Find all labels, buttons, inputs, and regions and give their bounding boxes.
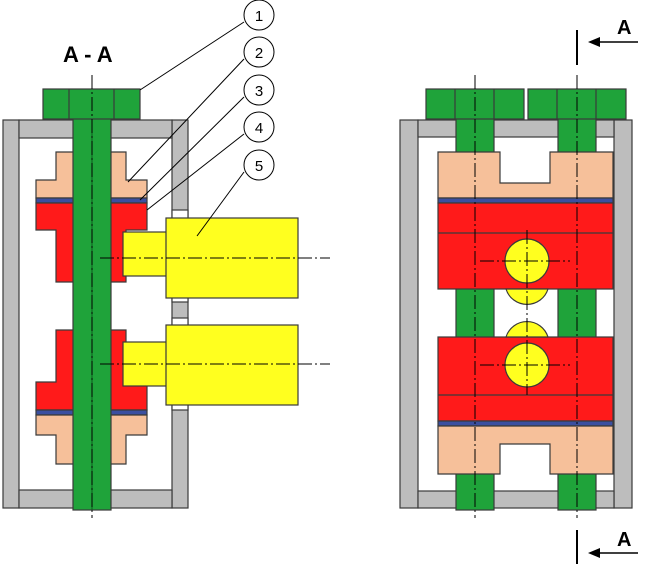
- section-marker-top-label: A: [617, 17, 631, 39]
- front-lower-gasket: [437, 420, 614, 427]
- leader-2: [127, 58, 245, 183]
- callout-number-1: 1: [255, 8, 263, 25]
- callout-number-3: 3: [255, 83, 263, 100]
- section-marker-top: A: [576, 17, 638, 65]
- section-title: A - A: [63, 42, 113, 67]
- section-marker-bottom: A: [576, 529, 638, 564]
- front-view: [399, 75, 633, 518]
- callout-circle-4: [243, 111, 275, 143]
- callout-number-2: 2: [255, 45, 263, 62]
- left-frame: [2, 119, 189, 509]
- arrow-head-top: [588, 37, 600, 47]
- front-upper-flange: [437, 151, 614, 199]
- section-marker-bottom-label: A: [617, 529, 631, 551]
- callout-number-4: 4: [255, 120, 263, 137]
- leader-3: [139, 96, 245, 201]
- frame-left-post: [2, 119, 20, 509]
- front-upper-gasket: [437, 197, 614, 204]
- callout-circle-1: [243, 0, 275, 31]
- leader-4: [146, 133, 245, 211]
- arrow-head-bottom: [588, 548, 600, 558]
- callout-bubbles: 1 2 3 4 5: [243, 0, 275, 181]
- lower-actuator-body: [165, 324, 299, 406]
- leader-5: [196, 171, 245, 237]
- front-lower-flange: [437, 425, 614, 475]
- callout-leaders: [127, 21, 245, 237]
- frame-right-post: [171, 119, 189, 509]
- leader-1: [139, 21, 245, 91]
- callout-circle-5: [243, 149, 275, 181]
- callout-circle-3: [243, 74, 275, 106]
- callout-circle-2: [243, 36, 275, 68]
- front-frame-right-post: [613, 119, 633, 509]
- callout-number-5: 5: [255, 158, 263, 175]
- front-frame-left-post: [399, 119, 419, 509]
- section-view-a-a: A - A: [2, 42, 330, 518]
